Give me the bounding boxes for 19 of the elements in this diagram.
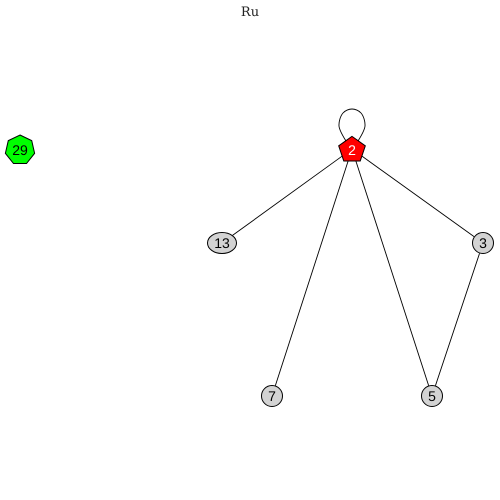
ellipse-node	[472, 232, 494, 254]
edge-line	[355, 160, 430, 386]
edge-line	[232, 156, 342, 236]
edge-line	[274, 160, 349, 386]
node-label: 3	[479, 236, 487, 250]
title: Ru	[240, 5, 260, 20]
ellipse-node	[421, 385, 443, 407]
ellipse-node	[261, 385, 283, 407]
self-loop-edge	[338, 108, 366, 142]
ellipse-node	[207, 232, 237, 254]
node-label: 13	[214, 236, 230, 250]
pentagon-node	[338, 136, 366, 162]
edge-line	[435, 252, 480, 386]
node-label: 2	[348, 143, 356, 157]
node-label: 5	[428, 389, 436, 403]
node-label: 29	[12, 143, 28, 157]
heptagon-node	[5, 135, 35, 165]
node-label: 7	[268, 389, 276, 403]
edge-line	[362, 156, 475, 238]
